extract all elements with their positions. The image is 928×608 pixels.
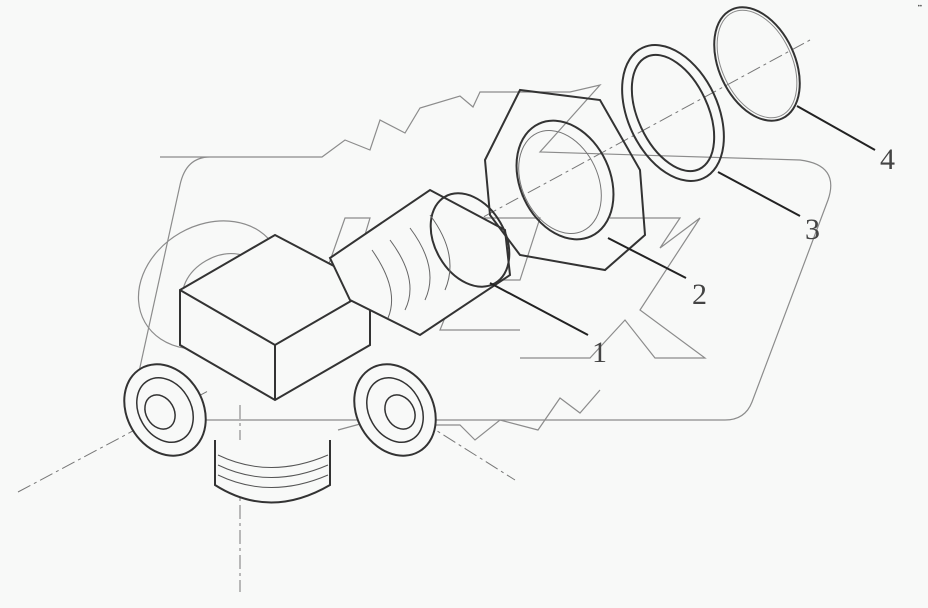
callout-4: 4 (880, 143, 895, 176)
corner-mark: •• (917, 4, 922, 10)
callout-1: 1 (592, 336, 607, 369)
callout-2: 2 (692, 278, 707, 311)
callout-3: 3 (805, 213, 820, 246)
lock-nut (483, 88, 647, 272)
leader-lines (489, 105, 876, 336)
tee-fitting-body (123, 188, 512, 504)
washer-ring (621, 44, 725, 182)
o-ring (713, 6, 801, 122)
